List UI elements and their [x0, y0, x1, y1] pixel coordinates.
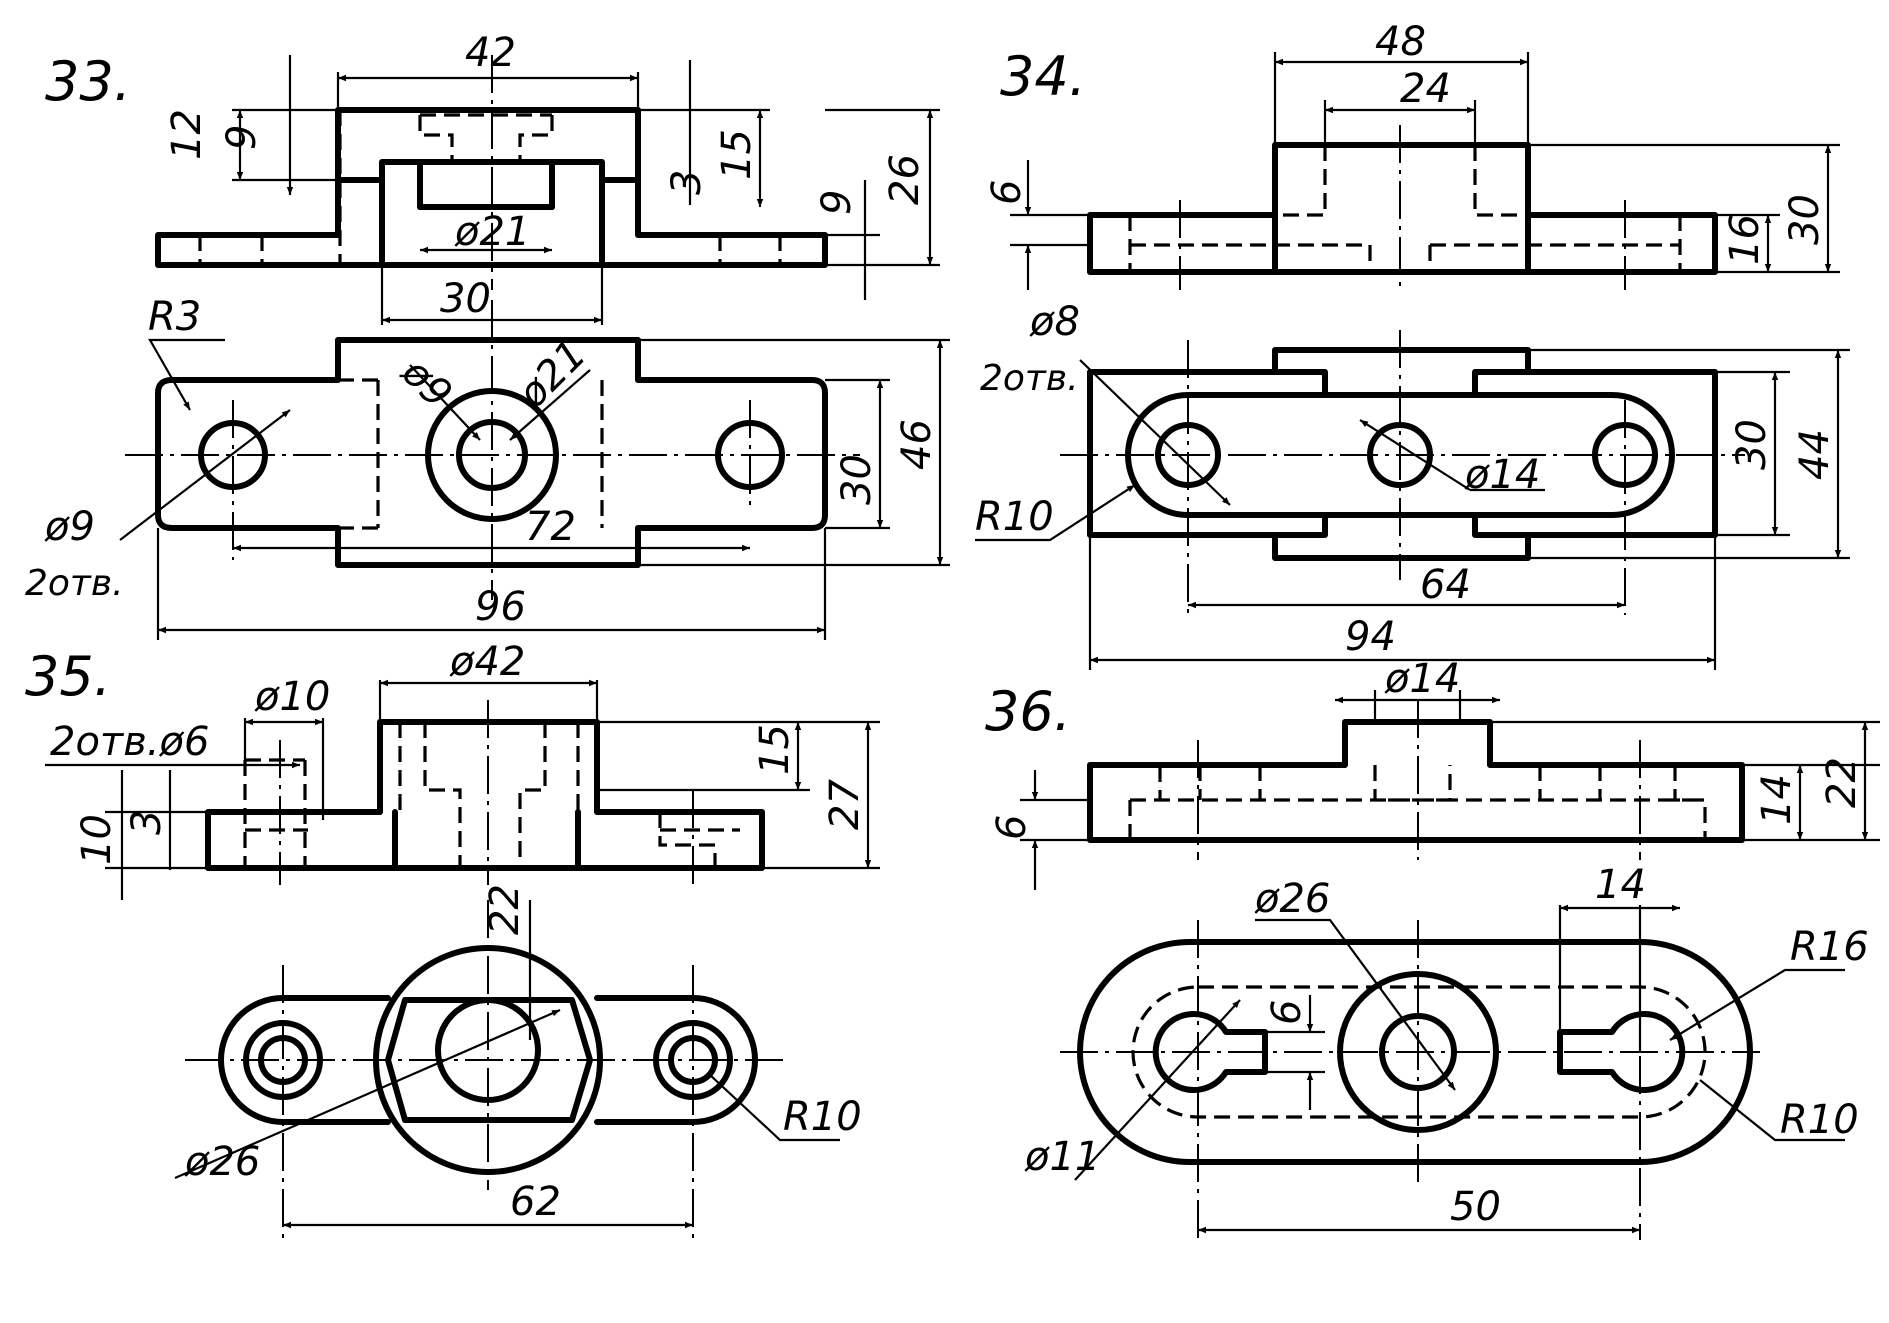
p36-dim-r16: R16: [1790, 924, 1869, 970]
p34-dim-94: 94: [1345, 614, 1396, 660]
p36-dim-6: 6: [989, 815, 1035, 840]
p34-dim-44: 44: [1792, 429, 1838, 480]
p33-dim-dia21b: ø21: [509, 331, 596, 418]
p33-dim-15: 15: [714, 129, 760, 180]
p35-dim-r10: R10: [783, 1094, 862, 1140]
problem-33-plan-view: R3 ø9 ø21 ø9 2отв. 72 30 46 96: [25, 294, 950, 640]
p35-dim-dia10: ø10: [254, 674, 330, 720]
problem-35-plan-view: 22 ø26 R10 62: [174, 884, 862, 1240]
p34-dim-64: 64: [1420, 562, 1471, 608]
problem-33: 33. 42 12 9 3 15: [25, 30, 950, 640]
p36-dim-dia14: ø14: [1384, 656, 1460, 702]
problem-36-number: 36.: [985, 680, 1071, 743]
p33-dim-30: 30: [440, 276, 491, 322]
p33-dim-r3: R3: [148, 294, 201, 340]
problem-34-plan-view: ø8 2отв. R10 ø14 64 94 30 44: [975, 299, 1850, 670]
p34-dim-30: 30: [1782, 194, 1828, 245]
p36-dim-14: 14: [1754, 774, 1800, 825]
problem-35-front-view: ø42 ø10 2отв.ø6 10 3 15 27: [45, 639, 880, 900]
p33-dim-dia21: ø21: [454, 209, 530, 255]
p33-dim-9a: 9: [219, 125, 265, 150]
p33-dim-9b: 9: [814, 190, 860, 215]
p33-dim-3: 3: [664, 170, 710, 195]
p35-dim-dia42: ø42: [449, 639, 525, 685]
problem-34: 34. 48 24 6 16: [975, 19, 1850, 670]
p36-dim-50: 50: [1450, 1184, 1501, 1230]
p36-dim-22: 22: [1819, 757, 1865, 808]
problem-33-number: 33.: [45, 50, 131, 113]
p36-dim-dia26: ø26: [1254, 876, 1330, 922]
p34-dim-dia8: ø8: [1029, 299, 1080, 345]
p35-dim-holes-dia6: 2отв.ø6: [50, 719, 209, 765]
p33-dim-30b: 30: [834, 454, 880, 505]
p35-dim-dia26: ø26: [184, 1139, 260, 1185]
problem-34-number: 34.: [1000, 45, 1086, 108]
p36-dim-dia11: ø11: [1024, 1134, 1100, 1180]
p35-dim-22: 22: [482, 884, 528, 935]
p35-dim-15: 15: [752, 724, 798, 775]
p34-dim-6: 6: [984, 180, 1030, 205]
problem-35-number: 35.: [25, 645, 111, 708]
p35-dim-10: 10: [74, 814, 120, 865]
p34-dim-24: 24: [1400, 66, 1451, 112]
p33-dim-96: 96: [475, 584, 526, 630]
problem-33-front-view: 42 12 9 3 15 9 26 ø21 30: [155, 30, 940, 325]
problem-36: 36. ø14 6 14 22: [985, 656, 1880, 1240]
p33-dim-12: 12: [164, 109, 210, 160]
p36-dim-6b: 6: [1264, 1000, 1310, 1025]
p35-dim-62: 62: [510, 1179, 561, 1225]
p34-dim-48: 48: [1375, 19, 1426, 65]
problem-34-front-view: 48 24 6 16 30: [984, 19, 1840, 290]
p34-dim-16: 16: [1722, 214, 1768, 265]
p36-dim-r10: R10: [1780, 1097, 1859, 1143]
p33-holes-note: 2отв.: [25, 563, 124, 604]
p33-dim-hole-dia: ø9: [44, 504, 95, 550]
p33-dim-42: 42: [465, 30, 516, 76]
p33-dim-72: 72: [525, 504, 576, 550]
p34-dim-dia14: ø14: [1464, 452, 1540, 498]
problem-36-plan-view: ø26 14 6 R16 R10 ø11 50: [1024, 862, 1869, 1240]
p34-holes-note: 2отв.: [980, 358, 1079, 399]
p35-dim-27: 27: [822, 779, 868, 830]
p36-dim-14b: 14: [1595, 862, 1646, 908]
problem-36-front-view: ø14 6 14 22: [989, 656, 1880, 890]
p34-dim-30b: 30: [1729, 419, 1775, 470]
p34-dim-r10: R10: [975, 494, 1054, 540]
p33-dim-26: 26: [882, 154, 928, 205]
p35-dim-3: 3: [124, 810, 170, 835]
problem-35: 35. ø42 ø10 2отв.ø6 10 3: [25, 639, 880, 1240]
p33-dim-46: 46: [894, 419, 940, 470]
